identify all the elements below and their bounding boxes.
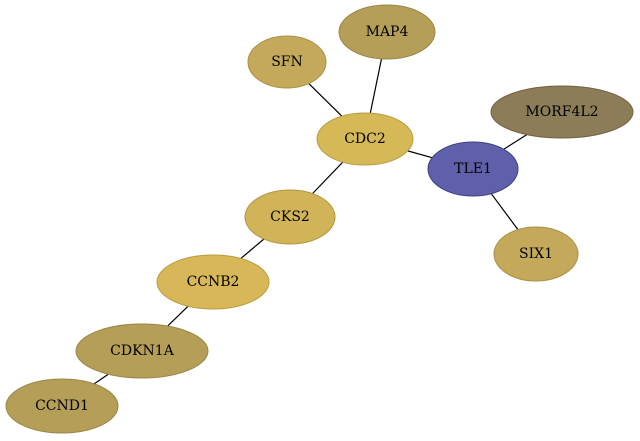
node-six1[interactable]: SIX1 bbox=[493, 226, 579, 282]
node-shape bbox=[156, 254, 270, 310]
node-label: CCND1 bbox=[35, 398, 89, 414]
node-shape bbox=[490, 85, 634, 139]
node-ccnb2[interactable]: CCNB2 bbox=[156, 254, 270, 310]
node-label: SIX1 bbox=[519, 246, 553, 262]
node-morf4l2[interactable]: MORF4L2 bbox=[490, 85, 634, 139]
edge-ccnb2-cdkn1a bbox=[167, 305, 189, 327]
node-label: MORF4L2 bbox=[525, 104, 598, 120]
node-shape bbox=[493, 226, 579, 282]
edge-sfn-cdc2 bbox=[308, 83, 343, 117]
node-tle1[interactable]: TLE1 bbox=[427, 141, 519, 197]
node-shape bbox=[338, 4, 436, 60]
node-shape bbox=[5, 378, 119, 434]
edge-cdc2-cks2 bbox=[312, 161, 344, 195]
node-ccnd1[interactable]: CCND1 bbox=[5, 378, 119, 434]
node-cdc2[interactable]: CDC2 bbox=[316, 112, 414, 166]
node-shape bbox=[316, 112, 414, 166]
edge-cdkn1a-ccnd1 bbox=[93, 373, 109, 385]
node-label: CDKN1A bbox=[110, 343, 175, 359]
edge-cdc2-tle1 bbox=[407, 150, 433, 159]
node-label: MAP4 bbox=[366, 24, 409, 40]
node-label: TLE1 bbox=[454, 161, 492, 177]
node-label: CCNB2 bbox=[187, 274, 240, 290]
node-sfn[interactable]: SFN bbox=[247, 35, 327, 89]
node-cks2[interactable]: CKS2 bbox=[244, 189, 336, 245]
node-cdkn1a[interactable]: CDKN1A bbox=[75, 323, 209, 379]
node-shape bbox=[75, 323, 209, 379]
edge-tle1-morf4l2 bbox=[503, 134, 528, 150]
node-shape bbox=[244, 189, 336, 245]
edge-tle1-six1 bbox=[490, 193, 519, 230]
edge-cks2-ccnb2 bbox=[240, 238, 265, 260]
node-shape bbox=[247, 35, 327, 89]
node-label: CKS2 bbox=[270, 209, 310, 225]
edges-layer bbox=[93, 58, 528, 385]
edge-map4-cdc2 bbox=[369, 58, 383, 114]
node-map4[interactable]: MAP4 bbox=[338, 4, 436, 60]
node-label: SFN bbox=[271, 54, 303, 70]
node-label: CDC2 bbox=[344, 131, 386, 147]
node-shape bbox=[427, 141, 519, 197]
